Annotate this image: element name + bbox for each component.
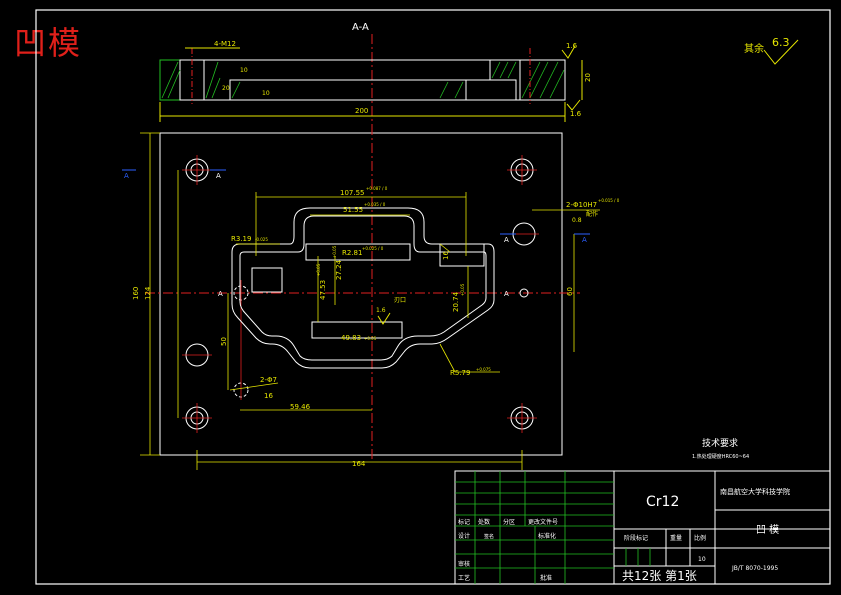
dim-small-depth: 16	[264, 392, 273, 400]
stage-header: 阶段标记	[624, 534, 648, 542]
dim-right-height: 20.74	[452, 291, 460, 312]
label-count: 处数	[478, 518, 490, 526]
title-block: Cr12 南昌航空大学科技学院 凹 模 JB/T 8070-1995 共12张 …	[454, 470, 831, 585]
general-roughness: 其余 6.3	[744, 36, 799, 65]
scale-value: 10	[698, 556, 706, 563]
label-design: 设计	[458, 532, 470, 540]
label-zone: 分区	[503, 518, 515, 526]
dim-pin-holes: 2-Φ10H7	[566, 201, 597, 209]
school-name: 南昌航空大学科技学院	[720, 487, 790, 496]
section-mark-4: A	[582, 236, 587, 244]
tech-title: 技术要求	[702, 437, 738, 449]
dim-top-slot-tol: +0.035 / 0	[364, 202, 386, 207]
section-step-dim: 10	[240, 67, 248, 74]
dim-cavity-width: 107.55	[340, 189, 365, 197]
dim-left-offset: 50	[220, 337, 228, 346]
design-signature: 签名	[484, 533, 494, 540]
dim-overall-height: 160	[132, 287, 140, 300]
dim-bottom-offset: 59.46	[290, 403, 311, 411]
sheet-info: 共12张 第1张	[622, 569, 697, 583]
dim-overall-width: 164	[352, 460, 366, 468]
part-name: 凹 模	[756, 524, 779, 536]
weight-header: 重量	[670, 534, 682, 542]
section-width-dim: 200	[355, 107, 368, 115]
section-label: A-A	[352, 22, 369, 33]
section-mark-6: A	[504, 290, 509, 298]
dim-top-slot: 51.55	[343, 206, 363, 214]
roughness-label: 其余	[744, 42, 764, 55]
section-view: A-A 200 4-M12 20 10 10 20 1.6 1.	[159, 22, 592, 128]
dim-pin-note: 配作	[586, 210, 598, 218]
dim-inner-radius-tol: +0.025 / 0	[362, 246, 384, 251]
label-mark: 标记	[458, 518, 470, 526]
dim-cavity-width-tol: +0.087 / 0	[366, 186, 388, 191]
section-holes-dim: 4-M12	[214, 40, 236, 48]
section-roughness-bottom: 1.6	[570, 110, 582, 118]
section-small-dim: 20	[222, 85, 230, 92]
label-change: 更改文件号	[528, 518, 558, 526]
section-thickness-dim: 20	[584, 73, 592, 82]
section-mark-3: A	[504, 236, 509, 244]
dim-pin-roughness: 0.8	[572, 217, 582, 224]
standard-code: JB/T 8070-1995	[731, 565, 778, 572]
tech-requirements: 技术要求 1.热处理硬度HRC60~64	[692, 437, 749, 460]
section-depth-dim: 10	[262, 90, 270, 97]
dim-height-b: 27.24	[335, 259, 343, 280]
label-standard: 标准化	[538, 532, 556, 540]
dim-left-radius-tol: -0.025	[255, 237, 268, 242]
plan-view: 107.55 +0.087 / 0 51.55 +0.035 / 0 R3.19…	[122, 125, 620, 470]
dim-bottom-radius-tol: +0.075	[476, 367, 491, 372]
label-review: 审核	[458, 560, 470, 568]
dim-small-holes: 2-Φ7	[260, 376, 277, 384]
dim-side-16: 16	[442, 251, 450, 260]
drawing-frame	[35, 9, 831, 585]
roughness-value: 6.3	[772, 36, 790, 49]
corner-title: 凹模	[14, 24, 83, 62]
section-mark-5: A	[218, 290, 223, 298]
section-mark-1: A	[124, 172, 129, 180]
dim-height-b-tol: +0.05	[332, 245, 337, 258]
material: Cr12	[646, 494, 679, 510]
dim-right-spacing: 60	[566, 287, 574, 296]
dim-height-a: 47.53	[319, 280, 327, 300]
dim-inner-radius: R2.81	[342, 249, 362, 257]
label-process: 工艺	[458, 574, 470, 582]
dim-edge-note: 刃口	[394, 297, 406, 304]
tech-item-1: 1.热处理硬度HRC60~64	[692, 453, 749, 460]
scale-header: 比例	[694, 534, 706, 542]
dim-inner-height: 124	[144, 286, 152, 300]
section-roughness-top: 1.6	[566, 42, 578, 50]
dim-left-radius: R3.19	[231, 235, 251, 243]
dim-pin-holes-tol: +0.015 / 0	[598, 198, 620, 203]
dim-bottom-slot: 49.83	[341, 334, 361, 342]
dim-bottom-radius: R5.79	[450, 369, 470, 377]
dim-edge-roughness: 1.6	[376, 307, 386, 314]
label-approve: 批准	[540, 574, 552, 582]
dim-bottom-slot-tol: +0.05	[364, 336, 377, 341]
section-mark-2: A	[216, 172, 221, 180]
dim-right-height-tol: +0.05	[460, 283, 465, 296]
dim-height-a-tol: +0.05	[316, 263, 321, 276]
